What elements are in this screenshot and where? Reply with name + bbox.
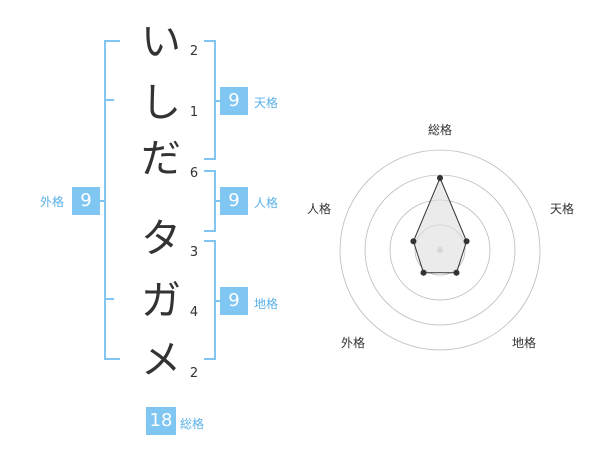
radar-chart-svg xyxy=(339,149,541,351)
jinkaku-bracket-top xyxy=(204,170,216,172)
chikaku-bracket-top xyxy=(204,240,216,242)
tenkaku-bracket-line xyxy=(214,40,216,160)
jinkaku-bracket-line xyxy=(214,170,216,232)
name-char-3: だ xyxy=(141,136,181,182)
radar-axis-label-tenkaku: 天格 xyxy=(550,202,575,216)
radar-axis-label-chikaku: 地格 xyxy=(512,336,537,350)
jinkaku-value: 9 xyxy=(220,187,248,215)
tenkaku-bracket-bottom xyxy=(204,158,216,160)
name-char-2: し xyxy=(141,80,181,126)
stroke-count-5: 4 xyxy=(189,305,199,320)
jinkaku-label: 人格 xyxy=(254,196,279,210)
chikaku-bracket-bottom xyxy=(204,358,216,360)
radar-axis-label-jinkaku: 人格 xyxy=(307,202,332,216)
gaikaku-connector xyxy=(100,200,106,202)
name-char-1: い xyxy=(141,19,181,65)
radar-point-4 xyxy=(420,269,427,276)
radar-point-3 xyxy=(453,269,460,276)
stroke-count-2: 1 xyxy=(189,105,199,120)
gaikaku-bracket-bottom xyxy=(106,358,120,360)
stroke-count-3: 6 xyxy=(189,166,199,181)
tenkaku-label: 天格 xyxy=(254,96,279,110)
radar-series-polygon xyxy=(412,176,468,274)
name-char-5: ガ xyxy=(141,278,181,324)
gaikaku-bracket-top xyxy=(106,40,120,42)
name-char-4: タ xyxy=(141,216,181,262)
radar-axis-label-soukaku: 総格 xyxy=(428,123,453,137)
chikaku-bracket-line xyxy=(214,240,216,360)
radar-point-2 xyxy=(463,238,470,245)
gaikaku-bracket-mid-top xyxy=(106,99,114,101)
chikaku-label: 地格 xyxy=(254,297,279,311)
jinkaku-bracket-bottom xyxy=(204,230,216,232)
tenkaku-bracket-top xyxy=(204,40,216,42)
tenkaku-value: 9 xyxy=(220,87,248,115)
jinkaku-connector xyxy=(216,200,222,202)
gaikaku-label: 外格 xyxy=(40,195,65,209)
radar-point-1 xyxy=(437,175,443,181)
radar-axis-label-gaikaku: 外格 xyxy=(341,336,366,350)
chikaku-value: 9 xyxy=(220,287,248,315)
name-char-6: メ xyxy=(141,337,181,383)
chikaku-connector xyxy=(216,300,222,302)
gaikaku-value: 9 xyxy=(72,187,100,215)
tenkaku-connector xyxy=(216,100,222,102)
stroke-count-1: 2 xyxy=(189,44,199,59)
gaikaku-bracket-mid-bottom xyxy=(106,298,114,300)
radar-grid-ring xyxy=(339,149,541,351)
stroke-count-6: 2 xyxy=(189,366,199,381)
soukaku-value: 18 xyxy=(146,407,176,435)
radar-point-5 xyxy=(410,238,417,245)
stroke-count-4: 3 xyxy=(189,245,199,260)
soukaku-label: 総格 xyxy=(180,417,205,431)
